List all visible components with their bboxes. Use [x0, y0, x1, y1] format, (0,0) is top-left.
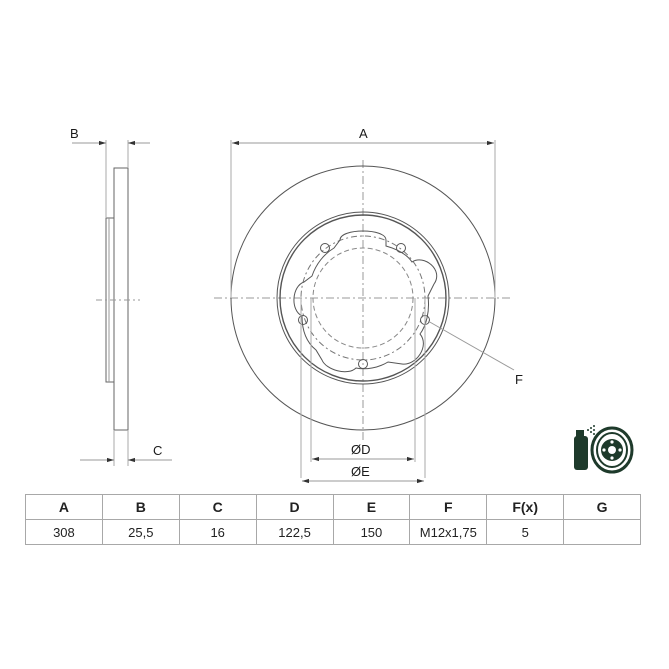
header-a: A: [25, 494, 103, 520]
spec-table-value-row: 308 25,5 16 122,5 150 M12x1,75 5: [25, 519, 641, 545]
value-g: [563, 519, 641, 545]
dim-label-c: C: [153, 443, 162, 458]
spec-table-header-row: A B C D E F F(x) G: [25, 494, 641, 520]
value-b: 25,5: [101, 519, 180, 545]
dim-label-b: B: [70, 126, 79, 141]
value-e: 150: [332, 519, 411, 545]
dim-label-d: ØD: [351, 442, 371, 457]
header-fx: F(x): [486, 494, 565, 520]
brake-disc-drawing: B C A: [70, 126, 523, 484]
side-view: [72, 140, 172, 466]
spray-coated-disc-icon: [574, 425, 634, 474]
value-fx: 5: [486, 519, 565, 545]
header-f: F: [409, 494, 488, 520]
header-b: B: [101, 494, 180, 520]
value-c: 16: [178, 519, 257, 545]
front-view: [214, 140, 515, 484]
dim-label-e: ØE: [351, 464, 370, 479]
spec-table: A B C D E F F(x) G 308 25,5 16 122,5 150…: [25, 494, 641, 545]
header-d: D: [255, 494, 334, 520]
header-g: G: [563, 494, 641, 520]
value-d: 122,5: [255, 519, 334, 545]
dim-label-f: F: [515, 372, 523, 387]
value-a: 308: [25, 519, 103, 545]
header-c: C: [178, 494, 257, 520]
dim-label-a: A: [359, 126, 368, 141]
header-e: E: [332, 494, 411, 520]
value-f: M12x1,75: [409, 519, 488, 545]
